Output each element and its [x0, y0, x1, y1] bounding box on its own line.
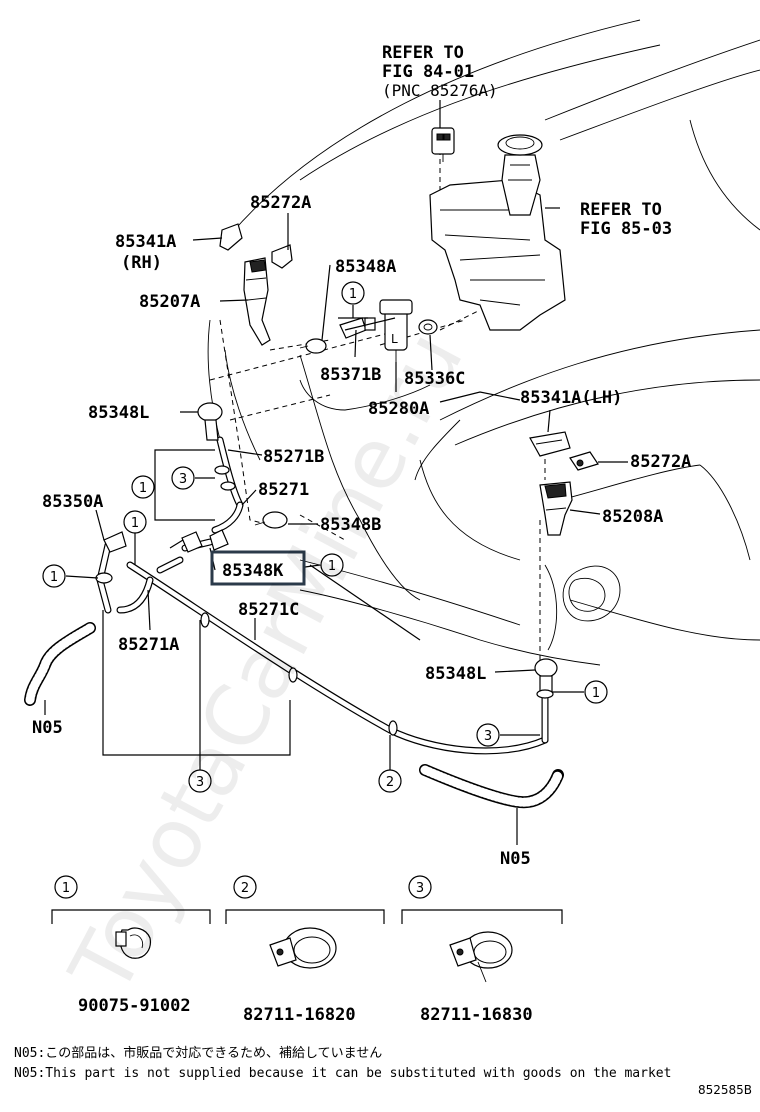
legend-part-90075-91002: 90075-91002: [78, 996, 191, 1016]
legend-item-1: 1 90075-91002: [51, 875, 211, 1016]
callout-1: 1: [584, 680, 608, 704]
callout-2: 2: [378, 769, 402, 793]
nozzle-85208a: [539, 481, 573, 536]
svg-text:1: 1: [592, 686, 600, 701]
grommet-85336c: [418, 319, 438, 335]
label-85348l-top: 85348L: [88, 403, 149, 423]
highlight-box-85348k: [210, 550, 306, 586]
label-n05-right: N05: [500, 849, 531, 869]
ref-fig84-line1: REFER TO: [382, 43, 464, 63]
svg-text:L: L: [391, 332, 398, 346]
callout-3: 3: [171, 466, 195, 490]
svg-text:1: 1: [131, 516, 139, 531]
legend-part-82711-16830: 82711-16830: [420, 1005, 533, 1025]
callout-circles: 1 1 3 1 1 1 1 3 3 2: [42, 281, 608, 793]
callout-1: 1: [131, 475, 155, 499]
washer-pump: L: [379, 299, 413, 362]
joint-85371b: [339, 317, 396, 339]
label-85350a: 85350A: [42, 492, 103, 512]
label-85271: 85271: [258, 480, 309, 500]
label-85272a-right: 85272A: [630, 452, 691, 472]
legend-item-2: 2 82711-16820: [225, 875, 385, 1025]
check-valve-85348b: [254, 511, 288, 529]
svg-text:3: 3: [196, 775, 204, 790]
svg-text:1: 1: [349, 287, 357, 302]
label-85271c: 85271C: [238, 600, 299, 620]
svg-text:1: 1: [139, 481, 147, 496]
legend: 1 90075-91002 2 82711-16820 3: [51, 875, 563, 1025]
cover-85341a-lh: [529, 431, 571, 457]
svg-text:2: 2: [241, 881, 249, 896]
label-85271a: 85271A: [118, 635, 179, 655]
leader-lines: [44, 100, 628, 845]
label-85348b: 85348B: [320, 515, 381, 535]
label-85271b: 85271B: [263, 447, 324, 467]
check-valve-85348l-bottom: [534, 658, 558, 699]
bracket-85272a-top: [271, 244, 293, 269]
callout-1: 1: [320, 553, 344, 577]
ref-fig84-line2: FIG 84-01: [382, 62, 474, 82]
svg-text:1: 1: [50, 570, 58, 585]
tee-85348k: [181, 529, 229, 553]
label-85348k: 85348K: [222, 561, 284, 581]
ref-fig85-line1: REFER TO: [580, 200, 662, 220]
cover-85341a-rh: [219, 223, 243, 251]
svg-text:3: 3: [179, 472, 187, 487]
ref-fig84-line3: (PNC 85276A): [382, 81, 498, 100]
clip-90075-91002-icon: [115, 927, 151, 959]
label-85336c: 85336C: [404, 369, 465, 389]
washer-hoses: [96, 436, 549, 755]
callout-1: 1: [341, 281, 365, 305]
nozzle-85207a: [243, 257, 271, 346]
label-85371b: 85371B: [320, 365, 381, 385]
check-valve-85348a: [299, 338, 327, 354]
svg-text:1: 1: [62, 881, 70, 896]
corrugated-hose-right: [419, 764, 564, 809]
note-english: N05:This part is not supplied because it…: [14, 1066, 671, 1081]
joint-85350a: [95, 531, 127, 584]
part-labels: REFER TO FIG 84-01 (PNC 85276A) REFER TO…: [32, 43, 691, 869]
callout-3: 3: [476, 723, 500, 747]
label-n05-left: N05: [32, 718, 63, 738]
legend-part-82711-16820: 82711-16820: [243, 1005, 356, 1025]
svg-text:3: 3: [416, 881, 424, 896]
check-valve-85348l-top: [197, 402, 223, 441]
label-85208a: 85208A: [602, 507, 663, 527]
note-japanese: N05:この部品は、市販品で対応できるため、補給していません: [14, 1045, 382, 1061]
label-rh: (RH): [121, 253, 162, 273]
label-85272a-top: 85272A: [250, 193, 311, 213]
label-85341a-rh: 85341A: [115, 232, 176, 252]
svg-text:1: 1: [328, 559, 336, 574]
label-85348a: 85348A: [335, 257, 396, 277]
callout-1: 1: [123, 510, 147, 534]
vehicle-body-outline: [207, 19, 760, 666]
legend-item-3: 3 82711-16830: [401, 875, 563, 1025]
bracket-85272a-right: [569, 451, 599, 471]
callout-1: 1: [42, 564, 66, 588]
level-sensor-connector: [431, 127, 455, 162]
washer-tank: [429, 134, 566, 331]
ref-fig85-line2: FIG 85-03: [580, 219, 672, 239]
svg-text:3: 3: [484, 729, 492, 744]
label-85207a: 85207A: [139, 292, 200, 312]
callout-3: 3: [188, 769, 212, 793]
svg-text:2: 2: [386, 775, 394, 790]
label-85348l-bottom: 85348L: [425, 664, 486, 684]
label-85341a-lh: 85341A(LH): [520, 388, 622, 408]
label-85280a: 85280A: [368, 399, 429, 419]
clip-82711-16820-icon: [269, 927, 337, 969]
clip-82711-16830-icon: [449, 931, 513, 983]
hose-clips: [200, 465, 398, 736]
figure-code: 852585B: [698, 1083, 752, 1097]
corrugated-hose-left: [24, 622, 96, 706]
